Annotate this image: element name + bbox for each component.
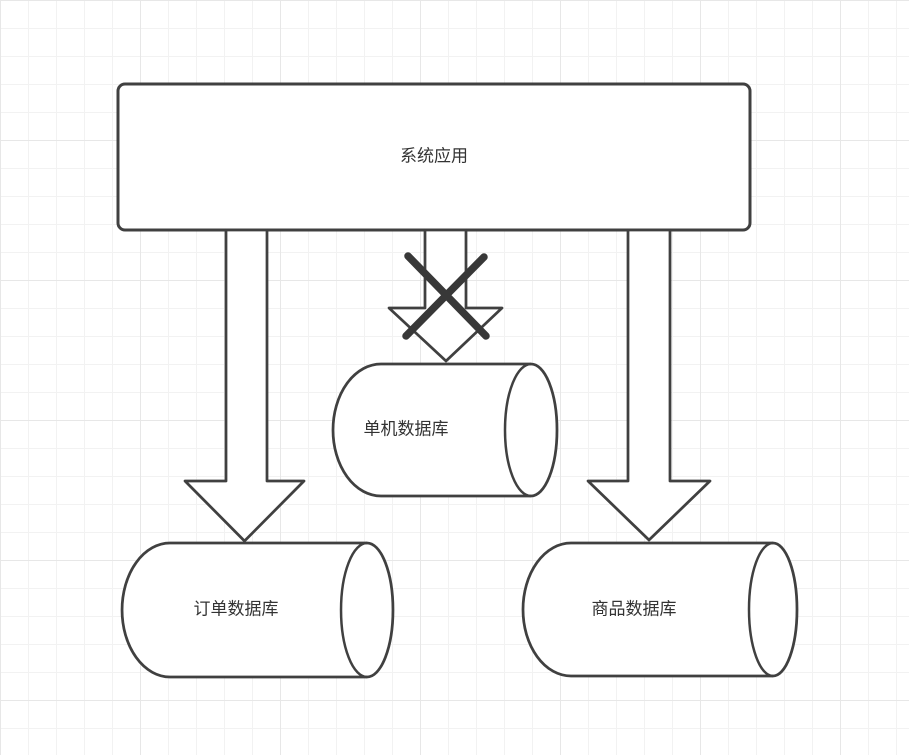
single-db-label: 单机数据库 [364, 420, 449, 439]
node-order-db: 订单数据库 [120, 541, 395, 679]
order-db-cylinder-cap [339, 541, 368, 679]
single-db-cylinder-cap [503, 362, 532, 498]
product-db-label: 商品数据库 [592, 600, 677, 619]
node-system-app: 系统应用 [116, 82, 752, 232]
node-single-db: 单机数据库 [331, 362, 559, 498]
node-product-db: 商品数据库 [521, 541, 799, 678]
order-db-label: 订单数据库 [194, 600, 279, 619]
product-db-cylinder-cap [747, 541, 774, 678]
system-app-label: 系统应用 [400, 147, 468, 166]
cross-line-2 [402, 253, 488, 340]
arrow-app-to-order-db [183, 228, 306, 543]
cross-out-x [402, 252, 490, 340]
arrow-app-to-product-db [586, 228, 712, 542]
